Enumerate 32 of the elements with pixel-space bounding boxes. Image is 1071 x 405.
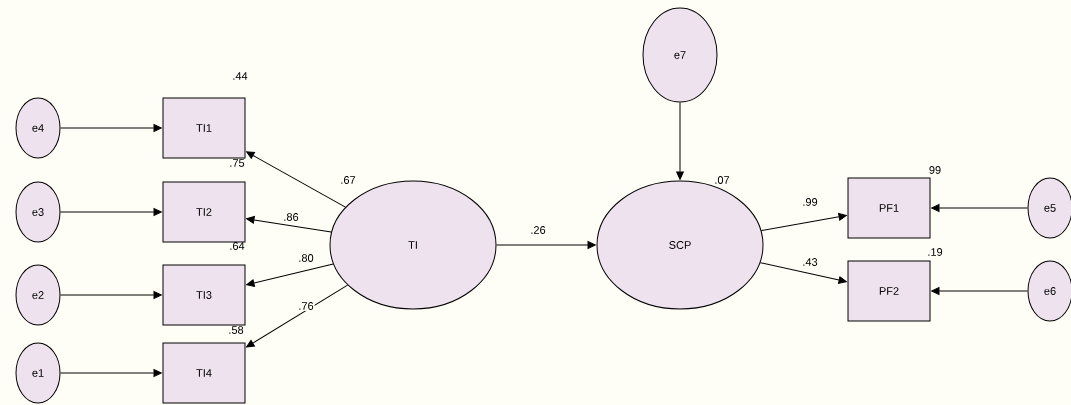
arrow: [60, 124, 162, 132]
edge-label: .43: [801, 257, 819, 267]
arrow: [931, 287, 1028, 295]
arrow: [246, 284, 349, 348]
arrow: [246, 151, 346, 208]
arrow: [60, 291, 162, 299]
observed-variable-box: TI3: [162, 264, 246, 326]
arrow: [931, 204, 1028, 212]
arrow: [246, 263, 334, 287]
arrow: [60, 369, 162, 377]
coefficient-label: 99: [929, 166, 941, 174]
observed-variable-box: TI1: [162, 97, 246, 159]
arrow: [496, 241, 596, 249]
arrow: [60, 208, 162, 216]
edge-label: .99: [801, 197, 819, 207]
edge-label: .80: [297, 253, 315, 263]
arrow: [760, 213, 847, 232]
arrow: [676, 102, 684, 180]
coefficient-label: .64: [230, 242, 245, 250]
coefficient-label: .44: [233, 72, 248, 80]
arrow: [246, 216, 332, 233]
coefficient-label: .58: [229, 326, 244, 334]
observed-variable-box: PF2: [847, 260, 931, 322]
observed-variable-box: TI4: [162, 342, 246, 404]
coefficient-label: .75: [230, 159, 245, 167]
observed-variable-box: TI2: [162, 181, 246, 243]
arrow: [759, 262, 847, 284]
coefficient-label: .19: [928, 248, 943, 256]
observed-variable-box: PF1: [847, 177, 931, 239]
edge-label: .86: [282, 212, 300, 222]
edge-label: .26: [529, 225, 547, 235]
edge-label: .76: [297, 301, 315, 311]
